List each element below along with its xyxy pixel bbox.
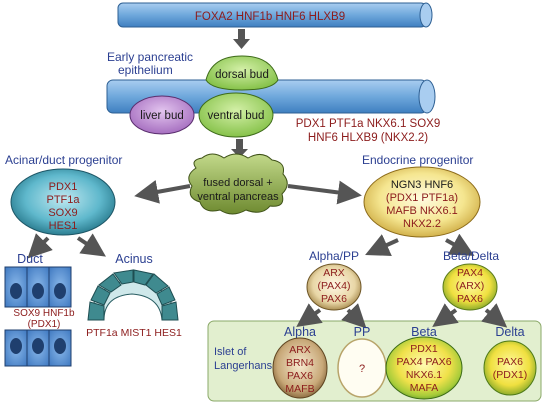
alpha-pp-cell: ARX (PAX4) PAX6 <box>306 263 362 311</box>
arrow-fused-to-acinar <box>134 180 191 204</box>
arrow-to-beta <box>432 303 459 327</box>
alpha-factor-2: BRN4 <box>286 357 314 369</box>
bud-factors-line2: HNF6 HLXB9 (NKX2.2) <box>308 132 428 144</box>
arrow-top-to-early <box>233 29 250 49</box>
delta-factor-2: (PDX1) <box>493 369 527 381</box>
acinar-factor-3: SOX9 <box>48 207 77 219</box>
arrow-to-beta-delta <box>445 233 475 256</box>
ventral-bud-label: ventral bud <box>208 110 265 122</box>
beta-factor-4: MAFA <box>410 382 439 394</box>
acinus-cluster <box>87 269 179 321</box>
delta-cell: PAX6 (PDX1) <box>483 340 537 396</box>
endocrine-cell: NGN3 HNF6 (PDX1 PTF1a) MAFB NKX6.1 NKX2.… <box>363 166 481 238</box>
acinar-factor-4: HES1 <box>49 220 78 232</box>
dorsal-bud: dorsal bud <box>205 55 279 91</box>
fused-line1: fused dorsal + <box>203 177 272 189</box>
arrow-to-alpha-pp <box>365 234 399 256</box>
top-tube: FOXA2 HNF1b HNF6 HLXB9 <box>117 2 433 28</box>
alpha-factor-1: ARX <box>289 344 311 356</box>
beta-title: Beta <box>411 325 437 339</box>
islet-label-line2: Langerhans <box>214 360 273 372</box>
alpha-title: Alpha <box>284 325 316 339</box>
acinus-title: Acinus <box>115 252 153 266</box>
liver-bud-label: liver bud <box>140 110 183 122</box>
fused-line2: ventral pancreas <box>197 191 279 203</box>
stage-early-line2: epithelium <box>118 63 173 77</box>
pp-factor-unknown: ? <box>359 363 365 375</box>
delta-factor-1: PAX6 <box>497 356 523 368</box>
arrow-to-pp <box>341 303 367 329</box>
beta-factor-2: PAX4 PAX6 <box>396 356 451 368</box>
fused-pancreas: fused dorsal + ventral pancreas <box>188 153 288 215</box>
acinar-duct-cell: PDX1 PTF1a SOX9 HES1 <box>10 168 116 236</box>
alpha-pp-factor-2: (PAX4) <box>317 280 350 292</box>
beta-delta-factor-2: (ARX) <box>456 280 485 292</box>
beta-delta-title: Beta/Delta <box>443 249 499 263</box>
dorsal-bud-label: dorsal bud <box>215 69 269 81</box>
liver-bud: liver bud <box>129 95 195 135</box>
alpha-pp-title: Alpha/PP <box>309 249 359 263</box>
beta-delta-factor-1: PAX4 <box>457 267 483 279</box>
stage-early-line1: Early pancreatic <box>107 50 193 64</box>
duct-cells-top <box>4 266 72 308</box>
alpha-factor-3: PAX6 <box>287 370 313 382</box>
arrow-to-fused <box>231 139 248 158</box>
beta-cell: PDX1 PAX4 PAX6 NKX6.1 MAFA <box>385 336 463 400</box>
arrow-to-delta <box>481 303 508 328</box>
alpha-cell: ARX BRN4 PAX6 MAFB <box>272 337 328 399</box>
acinar-factor-2: PTF1a <box>46 194 80 206</box>
alpha-pp-factor-1: ARX <box>323 267 345 279</box>
duct-factors-line2: (PDX1) <box>28 319 61 330</box>
duct-factors-line1: SOX9 HNF1b <box>13 308 75 319</box>
endocrine-factor-4: NKX2.2 <box>403 218 441 230</box>
endocrine-title: Endocrine progenitor <box>362 153 473 167</box>
islet-label-line1: Islet of <box>214 346 247 358</box>
endocrine-factor-3: MAFB NKX6.1 <box>386 205 458 217</box>
acinar-duct-title: Acinar/duct progenitor <box>5 153 122 167</box>
duct-cells-bottom <box>4 329 72 367</box>
duct-title: Duct <box>17 252 43 266</box>
top-tube-factors: FOXA2 HNF1b HNF6 HLXB9 <box>195 11 345 23</box>
beta-delta-factor-3: PAX6 <box>457 293 483 305</box>
alpha-factor-4: MAFB <box>285 383 314 395</box>
beta-factor-1: PDX1 <box>410 343 438 355</box>
acinar-factor-1: PDX1 <box>49 181 78 193</box>
ventral-bud: ventral bud <box>198 92 274 138</box>
endocrine-factor-1: NGN3 HNF6 <box>391 179 453 191</box>
arrow-to-acinus <box>76 233 106 257</box>
beta-factor-3: NKX6.1 <box>406 369 442 381</box>
bud-factors-line1: PDX1 PTF1a NKX6.1 SOX9 <box>296 118 440 130</box>
arrow-fused-to-endocrine <box>287 180 362 205</box>
delta-title: Delta <box>495 325 524 339</box>
beta-delta-cell: PAX4 (ARX) PAX6 <box>442 263 498 311</box>
pp-cell: ? <box>337 338 387 398</box>
pp-title: PP <box>354 325 371 339</box>
endocrine-factor-2: (PDX1 PTF1a) <box>386 192 458 204</box>
arrow-to-alpha <box>296 303 323 327</box>
acinus-factors: PTF1a MIST1 HES1 <box>86 327 182 339</box>
alpha-pp-factor-3: PAX6 <box>321 293 347 305</box>
arrow-to-duct <box>27 233 53 259</box>
